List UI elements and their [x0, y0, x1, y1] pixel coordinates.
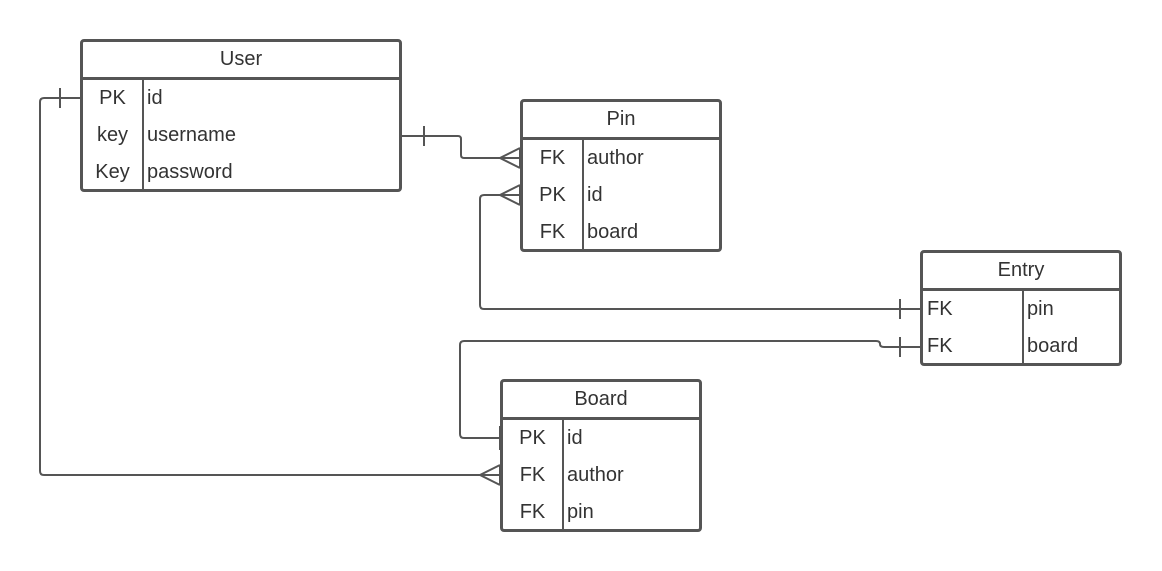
field-name: id [567, 427, 583, 449]
many-marker [497, 184, 521, 206]
field-name: board [1027, 335, 1079, 357]
entity-title: Pin [523, 102, 719, 140]
connector-line [39, 97, 500, 476]
entity-row: FK board [923, 328, 1119, 365]
key-label: key [96, 124, 129, 146]
entity-rows: FK author PK id FK board [523, 140, 719, 249]
entity-row: PK id [503, 420, 699, 457]
connector-line [459, 340, 920, 439]
entity-row: Key password [83, 154, 399, 191]
key-label: FK [927, 298, 953, 320]
field-name: author [567, 464, 624, 486]
entity-row: PK id [83, 80, 399, 117]
many-marker [477, 464, 501, 486]
entity-row: FK author [523, 140, 719, 177]
connector-line [479, 194, 920, 310]
field-name: author [587, 147, 644, 169]
field-name: board [587, 221, 639, 243]
entity-title: User [83, 42, 399, 80]
entity-title: Board [503, 382, 699, 420]
key-label: FK [539, 221, 566, 243]
entity-rows: PK id key username Key password [83, 80, 399, 189]
column-divider [562, 420, 564, 529]
field-name: password [147, 161, 233, 183]
entity-board[interactable]: Board PK id FK author FK pin [500, 379, 702, 532]
field-name: id [587, 184, 603, 206]
key-label: PK [539, 184, 566, 206]
entity-title: Entry [923, 253, 1119, 291]
field-name: id [147, 87, 163, 109]
key-label: FK [539, 147, 566, 169]
entity-rows: FK pin FK board [923, 291, 1119, 363]
entity-row: FK author [503, 457, 699, 494]
entity-row: FK pin [923, 291, 1119, 328]
many-marker [497, 147, 521, 169]
column-divider [142, 80, 144, 189]
entity-rows: PK id FK author FK pin [503, 420, 699, 529]
field-name: pin [567, 501, 594, 523]
field-name: username [147, 124, 236, 146]
key-label: FK [519, 501, 546, 523]
entity-pin[interactable]: Pin FK author PK id FK board [520, 99, 722, 252]
key-label: PK [519, 427, 546, 449]
entity-user[interactable]: User PK id key username Key password [80, 39, 402, 192]
entity-row: PK id [523, 177, 719, 214]
key-label: PK [99, 87, 126, 109]
key-label: FK [519, 464, 546, 486]
entity-row: FK pin [503, 494, 699, 531]
entity-row: FK board [523, 214, 719, 251]
field-name: pin [1027, 298, 1054, 320]
entity-row: key username [83, 117, 399, 154]
key-label: FK [927, 335, 953, 357]
column-divider [1022, 291, 1024, 363]
column-divider [582, 140, 584, 249]
key-label: Key [95, 161, 130, 183]
connector-line [400, 135, 520, 159]
entity-entry[interactable]: Entry FK pin FK board [920, 250, 1122, 366]
relationship-user-pin-author [400, 126, 521, 169]
